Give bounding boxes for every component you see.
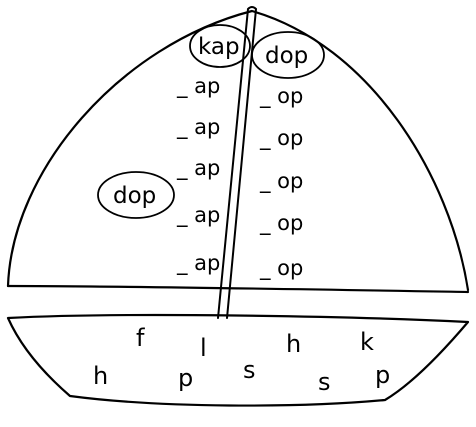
sail-boom-line [6,284,470,294]
hull-letter-p-left: p [178,364,193,392]
hull-letter-k: k [360,328,374,356]
hull-letter-f: f [136,324,145,352]
blank-op-row-2: _ op [259,126,303,151]
blank-ap-row-3: _ ap [176,156,220,181]
blank-op-row-3: _ op [259,169,303,194]
hull-letter-s-right: s [318,368,331,396]
hull-letter-l: l [200,334,207,362]
circled-word-oval-example [97,171,175,219]
blank-ap-row-2: _ ap [176,115,220,140]
circled-word-kap: kap [198,34,240,60]
blank-ap-row-5: _ ap [176,251,220,276]
blank-ap-row-4: _ ap [176,203,220,228]
blank-op-row-1: _ op [259,84,303,109]
blank-op-row-5: _ op [259,256,303,281]
hull-letter-p-right: p [375,361,390,389]
circled-word-oval-right [251,31,325,79]
blank-ap-row-1: _ ap [176,74,220,99]
hull-outline [6,313,470,407]
sail-outline [6,9,470,292]
hull-letter-h-top: h [286,330,301,358]
hull-letter-h-bottom: h [93,362,108,390]
circled-word-oval-left [189,24,251,68]
hull-letter-s-left: s [243,356,256,384]
blank-op-row-4: _ op [259,211,303,236]
circled-word-dop-example: dop [113,183,156,209]
circled-word-dop-right: dop [265,43,308,69]
